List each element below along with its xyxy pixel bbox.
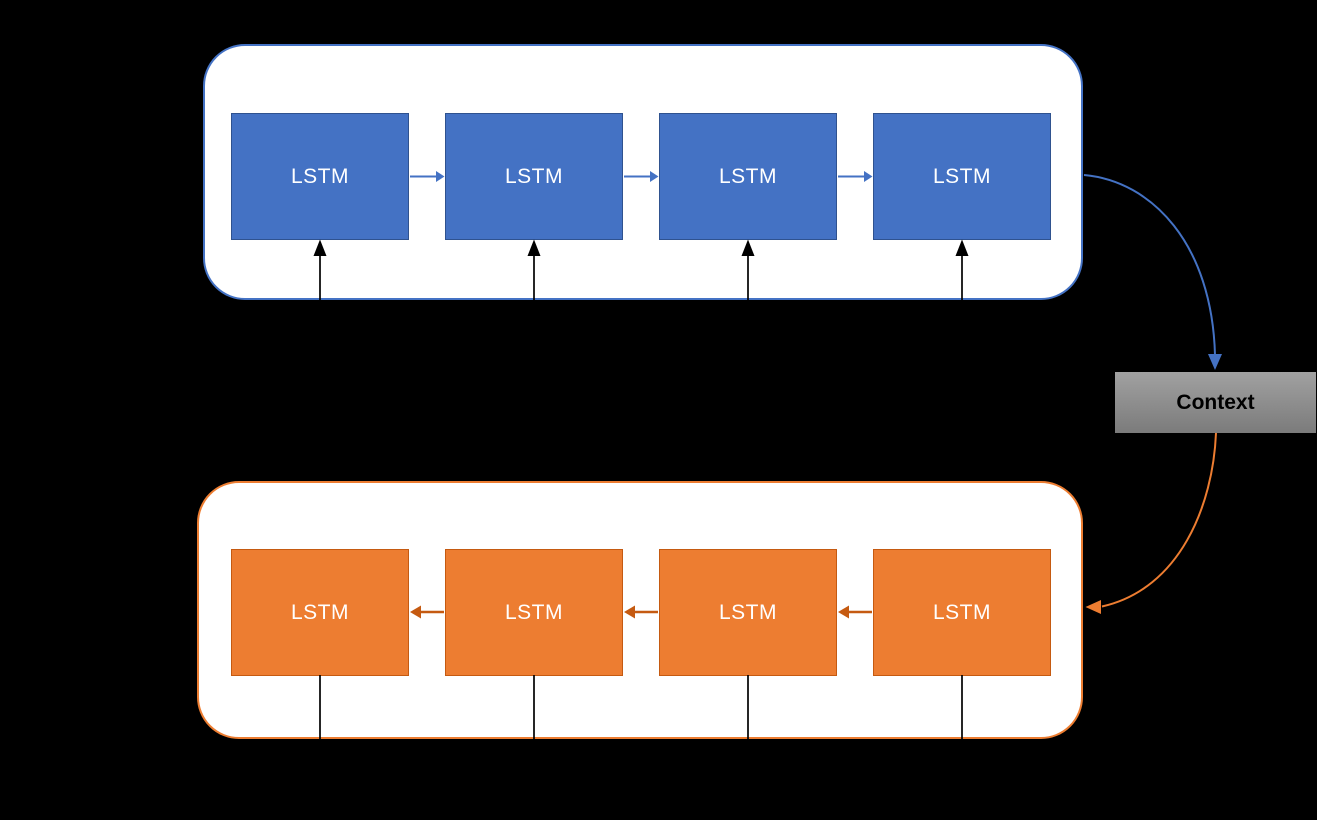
encoder-to-context-arrow (1083, 174, 1222, 370)
encoder-lstm-label-2: LSTM (504, 164, 563, 188)
encoder-lstm-box-4: LSTM (873, 113, 1051, 240)
decoder-lstm-label-2: LSTM (504, 600, 563, 624)
decoder-lstm-label-3: LSTM (718, 600, 777, 624)
context-to-decoder-arrow (1085, 432, 1217, 614)
decoder-lstm-box-2: LSTM (445, 549, 623, 676)
encoder-lstm-box-1: LSTM (231, 113, 409, 240)
decoder-lstm-label-4: LSTM (932, 600, 991, 624)
encoder-lstm-box-2: LSTM (445, 113, 623, 240)
context-label: Context (1176, 390, 1255, 414)
context-box: Context (1115, 372, 1316, 433)
decoder-lstm-box-3: LSTM (659, 549, 837, 676)
decoder-lstm-label-1: LSTM (290, 600, 349, 624)
decoder-lstm-box-1: LSTM (231, 549, 409, 676)
encoder-lstm-label-3: LSTM (718, 164, 777, 188)
encoder-lstm-box-3: LSTM (659, 113, 837, 240)
encoder-lstm-label-4: LSTM (932, 164, 991, 188)
encoder-lstm-label-1: LSTM (290, 164, 349, 188)
decoder-lstm-box-4: LSTM (873, 549, 1051, 676)
